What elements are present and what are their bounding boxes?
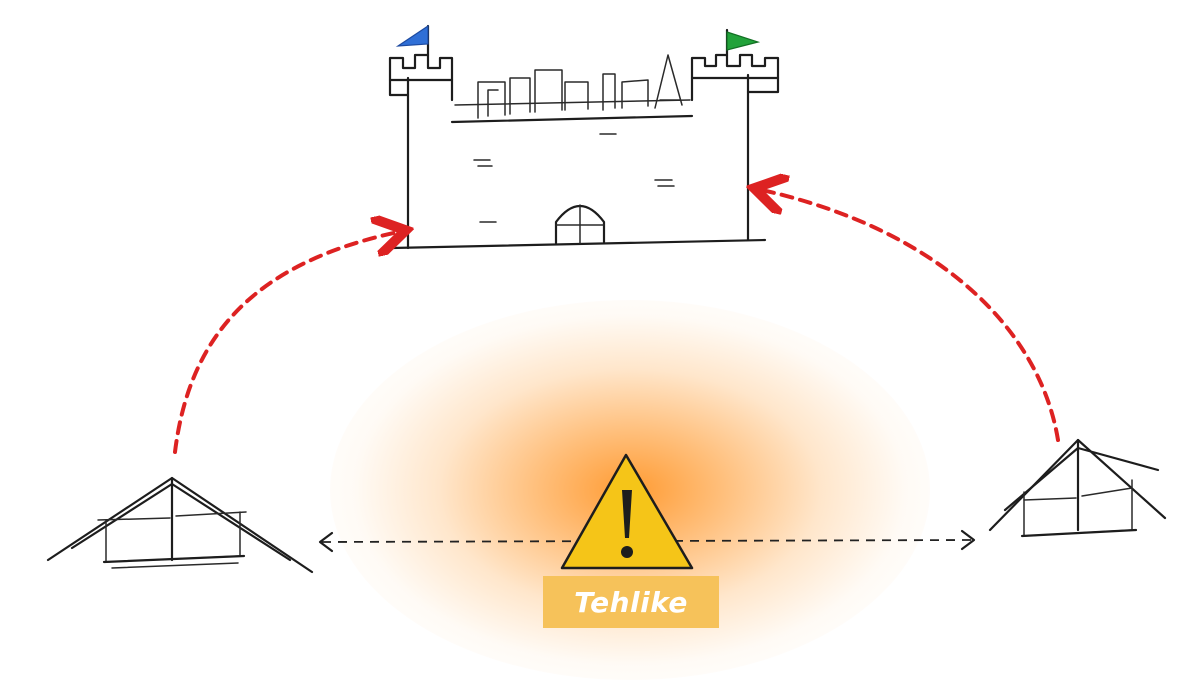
- warning-label: Tehlike: [543, 576, 719, 628]
- right-tent-icon: [988, 438, 1167, 538]
- castle-icon: [388, 24, 780, 250]
- left-path-arrow: [173, 232, 398, 454]
- right-path-arrow: [762, 190, 1060, 442]
- left-tent-icon: [46, 476, 314, 574]
- warning-triangle-icon: [560, 453, 694, 570]
